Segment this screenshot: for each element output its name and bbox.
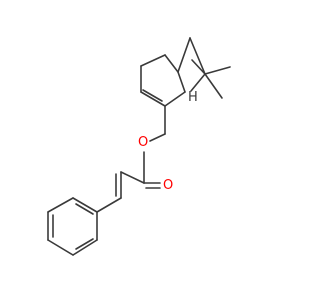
bond bbox=[140, 54, 166, 67]
molecule-structure: O O H bbox=[47, 37, 231, 256]
atom-label-carbonyl-oxygen: O bbox=[163, 178, 173, 193]
bond bbox=[47, 197, 74, 213]
bond bbox=[177, 71, 186, 93]
bond bbox=[120, 171, 145, 184]
bond bbox=[164, 54, 179, 73]
bond bbox=[177, 37, 191, 73]
double-bond-line bbox=[75, 203, 94, 215]
bond bbox=[204, 66, 231, 75]
double-bond-line bbox=[142, 89, 163, 102]
bond bbox=[204, 73, 223, 99]
structure-canvas: O O H bbox=[47, 37, 231, 256]
atom-label-bridgehead-hydrogen: H bbox=[188, 90, 198, 105]
atom-label-ester-oxygen: O bbox=[138, 135, 148, 150]
bond bbox=[96, 197, 122, 213]
bond bbox=[189, 37, 206, 75]
bond bbox=[164, 91, 186, 107]
bond bbox=[140, 91, 166, 107]
bond bbox=[191, 59, 206, 75]
bond bbox=[190, 73, 206, 92]
bond bbox=[149, 133, 166, 142]
double-bond-line bbox=[75, 238, 94, 250]
bond bbox=[72, 197, 98, 213]
bond bbox=[72, 239, 98, 256]
bond bbox=[47, 239, 74, 256]
